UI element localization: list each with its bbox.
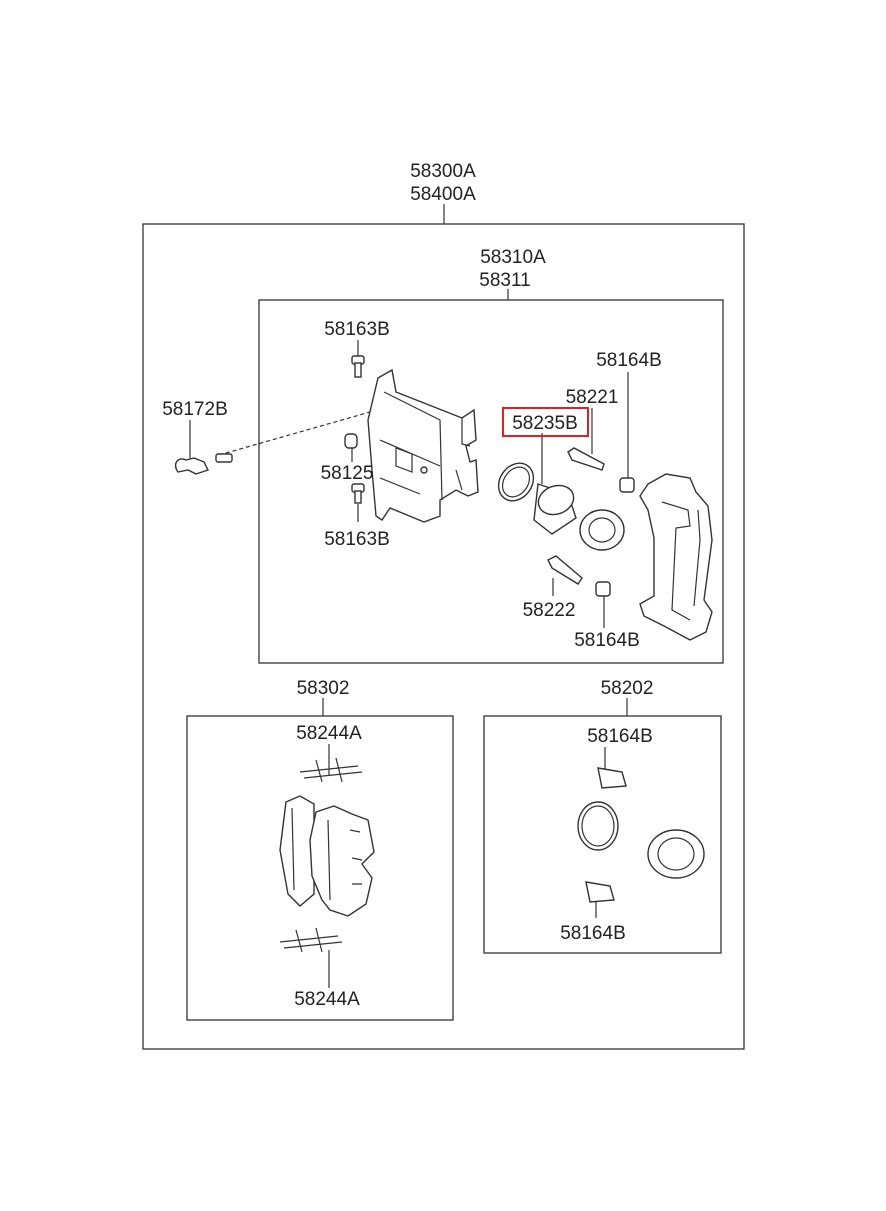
label-pad-kit: 58302 [297, 678, 350, 699]
label-piston: 58235B [512, 413, 578, 434]
assembly-box [142, 223, 745, 1050]
label-assembly-b: 58400A [410, 184, 476, 205]
caliper-box [258, 299, 724, 664]
label-bolt-top: 58163B [324, 319, 390, 340]
brake-pads-drawing [279, 795, 375, 917]
label-guide-pin-top: 58221 [566, 387, 619, 408]
label-bolt-bottom: 58163B [324, 529, 390, 550]
label-kit-boot-bottom: 58164B [560, 923, 626, 944]
label-shim-bottom: 58244A [294, 989, 360, 1010]
boot-top-drawing [619, 477, 635, 493]
bleeder-drawing [344, 433, 358, 449]
highlight-box [502, 407, 589, 437]
guide-pin-bottom-drawing [547, 555, 583, 585]
bolt-top-drawing [351, 355, 365, 378]
label-guide-pin-bottom: 58222 [523, 600, 576, 621]
seal-kit-drawing [577, 767, 705, 903]
label-boot-top: 58164B [596, 350, 662, 371]
pad-kit-box [186, 715, 454, 1021]
shim-top-drawing [299, 757, 363, 783]
label-kit-boot-top: 58164B [587, 726, 653, 747]
sensor-drawing [174, 453, 233, 475]
label-boot-bottom: 58164B [574, 630, 640, 651]
label-caliper-b: 58311 [479, 270, 530, 291]
leader-lines [189, 204, 629, 988]
caliper-body-drawing [367, 368, 479, 523]
carrier-bracket-drawing [639, 473, 713, 641]
seal-kit-box [483, 715, 722, 954]
label-shim-top: 58244A [296, 723, 362, 744]
piston-seal-drawing [497, 462, 625, 551]
label-assembly-a: 58300A [410, 161, 476, 182]
shim-bottom-drawing [279, 927, 343, 953]
guide-pin-top-drawing [567, 447, 605, 471]
label-seal-kit: 58202 [601, 678, 654, 699]
label-bleeder: 58125 [321, 463, 374, 484]
boot-bottom-drawing [595, 581, 611, 597]
label-caliper-a: 58310A [480, 247, 546, 268]
bolt-bottom-drawing [351, 483, 365, 504]
label-sensor: 58172B [162, 399, 228, 420]
